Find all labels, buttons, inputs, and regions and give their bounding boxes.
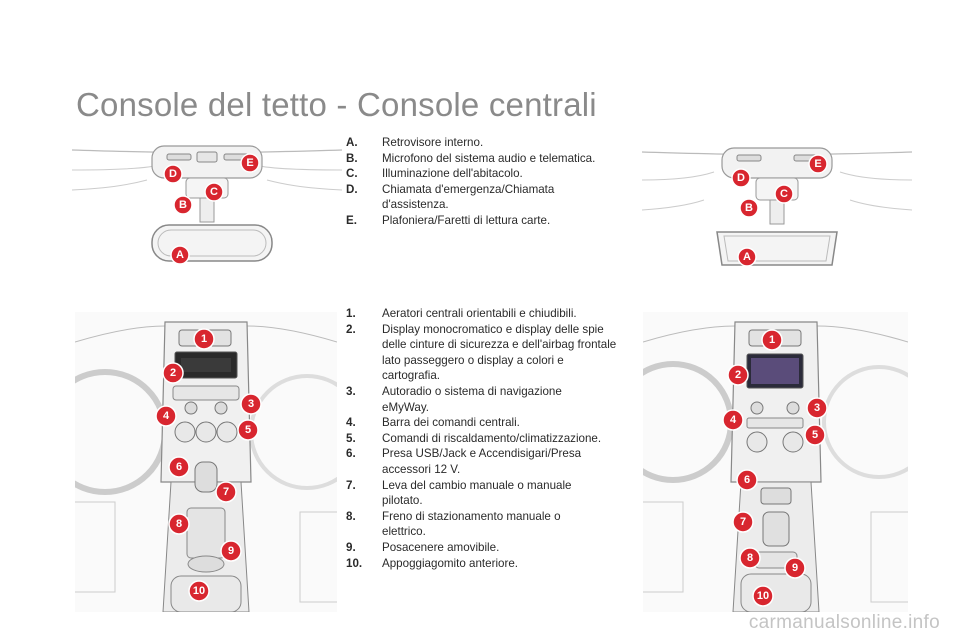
svg-text:D: D bbox=[169, 168, 177, 180]
svg-text:9: 9 bbox=[228, 545, 234, 557]
svg-text:8: 8 bbox=[747, 552, 753, 564]
callout-4: 4 bbox=[723, 410, 743, 430]
svg-text:E: E bbox=[814, 158, 821, 170]
legend-item: 4.Barra dei comandi centrali. bbox=[346, 415, 650, 431]
page-title: Console del tetto - Console centrali bbox=[76, 86, 597, 124]
callout-10: 10 bbox=[753, 586, 773, 606]
callout-2: 2 bbox=[728, 365, 748, 385]
callout-1: 1 bbox=[194, 329, 214, 349]
svg-text:1: 1 bbox=[769, 334, 775, 346]
svg-text:3: 3 bbox=[248, 398, 254, 410]
watermark-footer: carmanualsonline.info bbox=[749, 612, 940, 634]
callout-E: E bbox=[809, 155, 827, 173]
callout-3: 3 bbox=[807, 398, 827, 418]
legend-item: D.Chiamata d'emergenza/Chiamata d'assist… bbox=[346, 182, 650, 213]
svg-text:10: 10 bbox=[757, 590, 769, 602]
legend-item: 8.Freno di stazionamento manuale o elett… bbox=[346, 509, 650, 540]
svg-text:E: E bbox=[246, 157, 253, 169]
svg-text:3: 3 bbox=[814, 402, 820, 414]
callout-5: 5 bbox=[238, 420, 258, 440]
svg-text:C: C bbox=[210, 186, 218, 198]
callout-8: 8 bbox=[740, 548, 760, 568]
legend-item: B.Microfono del sistema audio e telemati… bbox=[346, 151, 650, 167]
legend-item: 9.Posacenere amovibile. bbox=[346, 540, 650, 556]
callout-7: 7 bbox=[733, 512, 753, 532]
callout-D: D bbox=[732, 169, 750, 187]
callout-9: 9 bbox=[221, 541, 241, 561]
legend-item: 6.Presa USB/Jack e Accendisigari/Presa a… bbox=[346, 446, 650, 477]
legend-item: 2.Display monocromatico e display delle … bbox=[346, 322, 650, 384]
callout-A: A bbox=[171, 246, 189, 264]
center-console-illustration-left: 1 2 3 4 5 6 7 8 9 10 bbox=[75, 312, 337, 612]
callout-B: B bbox=[174, 196, 192, 214]
callout-3: 3 bbox=[241, 394, 261, 414]
center-console-legend: 1.Aeratori centrali orientabili e chiudi… bbox=[346, 306, 650, 571]
legend-item: E.Plafoniera/Faretti di lettura carte. bbox=[346, 213, 650, 229]
svg-text:1: 1 bbox=[201, 333, 207, 345]
svg-text:6: 6 bbox=[176, 461, 182, 473]
legend-item: 3.Autoradio o sistema di navigazione eMy… bbox=[346, 384, 650, 415]
callout-8: 8 bbox=[169, 514, 189, 534]
svg-text:6: 6 bbox=[744, 474, 750, 486]
callout-2: 2 bbox=[163, 363, 183, 383]
legend-item: 7.Leva del cambio manuale o manuale pilo… bbox=[346, 478, 650, 509]
callout-5: 5 bbox=[805, 425, 825, 445]
legend-item: 5.Comandi di riscaldamento/climatizzazio… bbox=[346, 431, 650, 447]
callout-9: 9 bbox=[785, 558, 805, 578]
roof-console-illustration-left: E D C B A bbox=[72, 140, 342, 275]
callout-6: 6 bbox=[737, 470, 757, 490]
callout-10: 10 bbox=[189, 581, 209, 601]
callout-7: 7 bbox=[216, 482, 236, 502]
callout-B: B bbox=[740, 199, 758, 217]
svg-text:5: 5 bbox=[245, 424, 251, 436]
svg-text:D: D bbox=[737, 172, 745, 184]
callout-1: 1 bbox=[762, 330, 782, 350]
svg-text:9: 9 bbox=[792, 562, 798, 574]
callout-6: 6 bbox=[169, 457, 189, 477]
roof-console-legend: A.Retrovisore interno. B.Microfono del s… bbox=[346, 135, 650, 229]
callout-4: 4 bbox=[156, 406, 176, 426]
roof-console-illustration-right: E D C B A bbox=[642, 140, 912, 275]
svg-text:C: C bbox=[780, 188, 788, 200]
svg-text:A: A bbox=[176, 249, 184, 261]
svg-text:B: B bbox=[179, 199, 187, 211]
svg-text:7: 7 bbox=[223, 486, 229, 498]
center-console-illustration-right: 1 2 3 4 5 6 7 8 9 10 bbox=[643, 312, 908, 612]
callout-E: E bbox=[241, 154, 259, 172]
svg-text:10: 10 bbox=[193, 585, 205, 597]
svg-text:8: 8 bbox=[176, 518, 182, 530]
callout-C: C bbox=[205, 183, 223, 201]
callout-A: A bbox=[738, 248, 756, 266]
svg-text:2: 2 bbox=[735, 369, 741, 381]
svg-text:4: 4 bbox=[163, 410, 170, 422]
legend-item: 10.Appoggiagomito anteriore. bbox=[346, 556, 650, 572]
svg-text:5: 5 bbox=[812, 429, 818, 441]
svg-text:4: 4 bbox=[730, 414, 737, 426]
callout-C: C bbox=[775, 185, 793, 203]
svg-text:7: 7 bbox=[740, 516, 746, 528]
callout-D: D bbox=[164, 165, 182, 183]
legend-item: A.Retrovisore interno. bbox=[346, 135, 650, 151]
svg-text:2: 2 bbox=[170, 367, 176, 379]
legend-item: C.Illuminazione dell'abitacolo. bbox=[346, 166, 650, 182]
svg-text:A: A bbox=[743, 251, 751, 263]
legend-item: 1.Aeratori centrali orientabili e chiudi… bbox=[346, 306, 650, 322]
svg-text:B: B bbox=[745, 202, 753, 214]
